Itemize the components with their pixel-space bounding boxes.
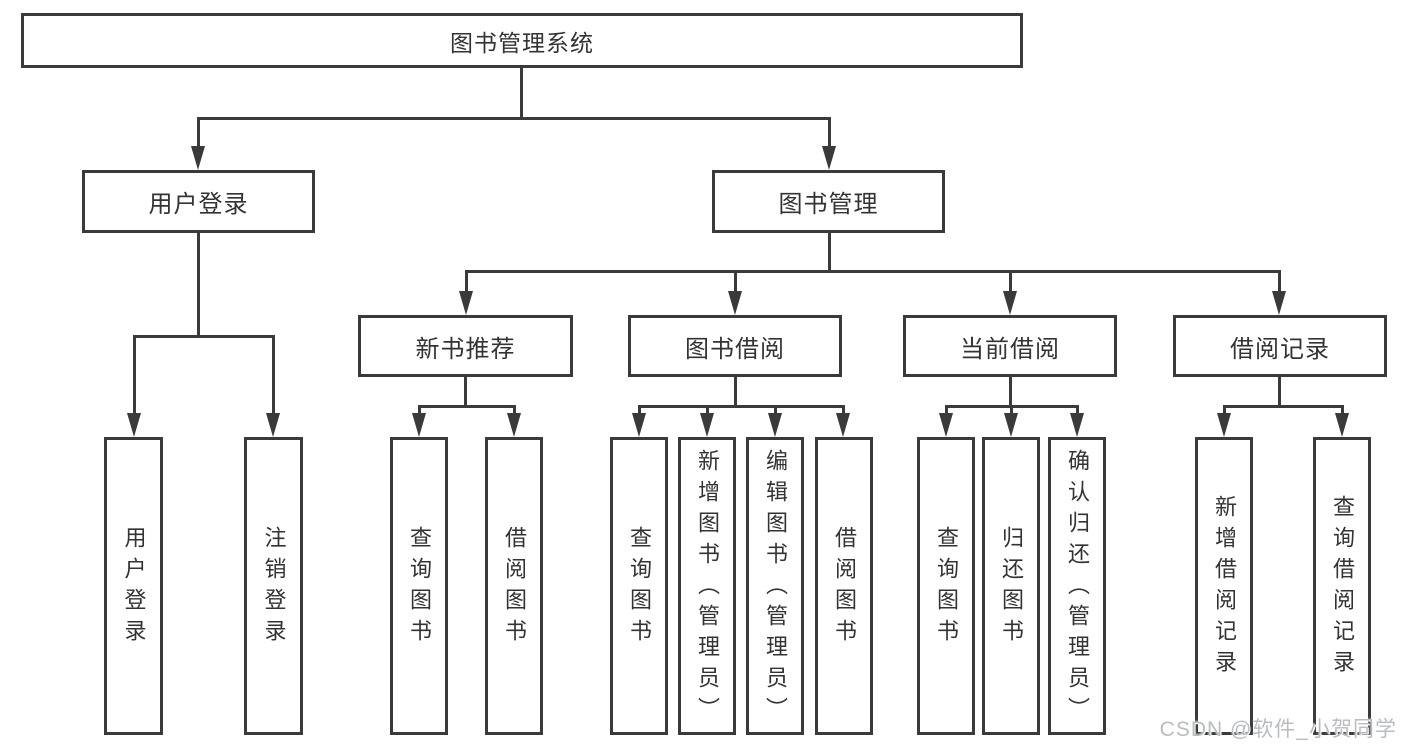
leaf-return-books: 归还图书 bbox=[982, 437, 1040, 735]
arrow-down-icon bbox=[1335, 413, 1349, 437]
arrow-down-icon bbox=[266, 413, 280, 437]
node-library-system: 图书管理系统 bbox=[21, 13, 1023, 68]
arrow-down-icon bbox=[127, 413, 141, 437]
connector-line bbox=[1223, 405, 1226, 417]
connector-line bbox=[945, 405, 948, 417]
leaf-user-login: 用户登录 bbox=[104, 437, 163, 735]
arrow-down-icon bbox=[632, 413, 646, 437]
connector-line bbox=[513, 405, 516, 417]
arrow-down-icon bbox=[836, 413, 850, 437]
leaf-confirm-return-admin: 确认归还（管理员） bbox=[1048, 437, 1106, 735]
connector-line bbox=[1009, 270, 1012, 293]
arrow-down-icon bbox=[459, 291, 473, 315]
connector-line bbox=[1278, 270, 1281, 293]
connector-line bbox=[828, 117, 831, 146]
leaf-query-books-current: 查询图书 bbox=[917, 437, 975, 735]
leaf-add-books-admin: 新增图书（管理员） bbox=[678, 437, 736, 735]
connector-line bbox=[1076, 405, 1079, 417]
connector-line bbox=[465, 270, 1280, 273]
connector-line bbox=[1010, 405, 1013, 417]
leaf-add-borrow-record: 新增借阅记录 bbox=[1195, 437, 1253, 735]
connector-line bbox=[1341, 405, 1344, 417]
node-book-management: 图书管理 bbox=[712, 170, 945, 233]
connector-line bbox=[197, 233, 200, 335]
arrow-down-icon bbox=[412, 413, 426, 437]
leaf-borrow-books: 借阅图书 bbox=[815, 437, 873, 735]
arrow-down-icon bbox=[728, 291, 742, 315]
connector-line bbox=[133, 335, 136, 413]
connector-line bbox=[842, 405, 845, 417]
node-new-book-recommend: 新书推荐 bbox=[358, 315, 573, 377]
arrow-down-icon bbox=[1217, 413, 1231, 437]
node-borrowing-records: 借阅记录 bbox=[1173, 315, 1387, 377]
connector-line bbox=[464, 377, 467, 405]
node-current-borrowing: 当前借阅 bbox=[903, 315, 1117, 377]
node-book-borrowing: 图书借阅 bbox=[628, 315, 842, 377]
arrow-down-icon bbox=[768, 413, 782, 437]
arrow-down-icon bbox=[1070, 413, 1084, 437]
connector-line bbox=[1223, 405, 1343, 408]
arrow-down-icon bbox=[507, 413, 521, 437]
arrow-down-icon bbox=[822, 146, 836, 170]
leaf-query-books-recommend: 查询图书 bbox=[390, 437, 448, 735]
leaf-edit-books-admin: 编辑图书（管理员） bbox=[746, 437, 804, 735]
connector-line bbox=[734, 270, 737, 293]
csdn-watermark: CSDN @软件_小贺同学 bbox=[1159, 718, 1397, 741]
connector-line bbox=[1278, 377, 1281, 405]
connector-line bbox=[774, 405, 777, 417]
leaf-borrow-books-recommend: 借阅图书 bbox=[485, 437, 543, 735]
connector-line bbox=[828, 233, 831, 270]
connector-line bbox=[734, 377, 737, 405]
connector-line bbox=[418, 405, 515, 408]
arrow-down-icon bbox=[191, 146, 205, 170]
arrow-down-icon bbox=[1272, 291, 1286, 315]
arrow-down-icon bbox=[700, 413, 714, 437]
node-user-login: 用户登录 bbox=[82, 170, 315, 233]
connector-line bbox=[418, 405, 421, 417]
connector-line bbox=[133, 335, 274, 338]
connector-line bbox=[706, 405, 709, 417]
connector-line bbox=[638, 405, 845, 408]
arrow-down-icon bbox=[1003, 291, 1017, 315]
connector-line bbox=[465, 270, 468, 293]
connector-line bbox=[638, 405, 641, 417]
leaf-query-books-borrowing: 查询图书 bbox=[610, 437, 668, 735]
connector-line bbox=[197, 117, 831, 120]
connector-line bbox=[1009, 377, 1012, 405]
leaf-logout: 注销登录 bbox=[244, 437, 303, 735]
connector-line bbox=[197, 117, 200, 146]
arrow-down-icon bbox=[1004, 413, 1018, 437]
connector-line bbox=[272, 335, 275, 413]
leaf-query-borrow-record: 查询借阅记录 bbox=[1313, 437, 1371, 735]
connector-line bbox=[520, 68, 523, 117]
arrow-down-icon bbox=[939, 413, 953, 437]
